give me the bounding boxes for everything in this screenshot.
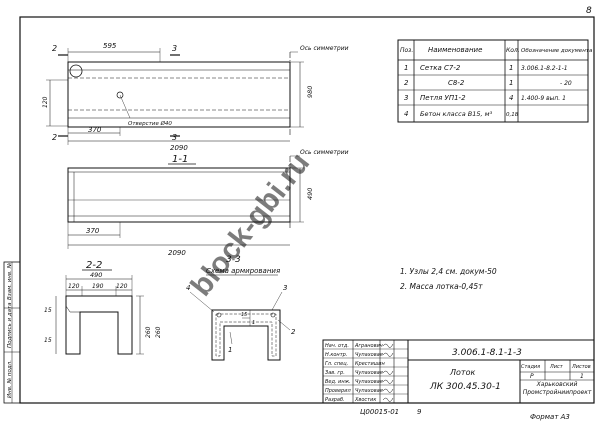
spec-row-2-pos: 2 bbox=[404, 79, 409, 87]
role-6-name: Чупаховая bbox=[355, 388, 383, 394]
role-3: Гл. спец. bbox=[325, 361, 348, 367]
organization-name: Харьковский Промстройниипроект bbox=[522, 381, 592, 396]
role-2-name: Чупаховая bbox=[355, 352, 383, 358]
section-3-callout-3: 3 bbox=[283, 284, 287, 292]
spec-header-qty: Кол. bbox=[506, 47, 520, 54]
spec-row-1-qty: 1 bbox=[509, 64, 513, 72]
spec-row-2-name: С8-2 bbox=[448, 79, 465, 87]
sheet-frame bbox=[19, 16, 595, 404]
margin-label-inventory: Инв. № подл. bbox=[7, 360, 13, 398]
left-margin-strip: Взам. инв. № Подпись и дата Инв. № подл. bbox=[3, 261, 21, 404]
plan-section-mark-3-bottom: 3 bbox=[172, 133, 177, 142]
plan-height-dim: 980 bbox=[306, 86, 314, 98]
watermark-text: block-gbi.ru bbox=[185, 147, 317, 303]
section-3-subtitle: Схема армирования bbox=[206, 267, 280, 275]
spec-row-1-name: Сетка С7-2 bbox=[420, 64, 461, 72]
section-2-height-2: 260 bbox=[155, 326, 162, 338]
spec-row-2-qty: 1 bbox=[509, 79, 513, 87]
role-4-name: Чупаховая bbox=[355, 370, 383, 376]
spec-row-3-name: Петля УП1-2 bbox=[420, 94, 466, 102]
section-1-length-dim: 2090 bbox=[168, 249, 186, 257]
note-1: 1. Узлы 2,4 см. докум-50 bbox=[400, 267, 497, 276]
signature-marks bbox=[382, 343, 394, 402]
section-3-title: 3-3 bbox=[226, 255, 241, 265]
spec-row-3-qty: 4 bbox=[509, 94, 513, 102]
section-2-part-3: 120 bbox=[116, 283, 128, 290]
plan-section-mark-2-bottom: 2 bbox=[52, 133, 57, 142]
stage-value-3: 1 bbox=[580, 373, 584, 380]
section-2-part-1: 120 bbox=[68, 283, 80, 290]
spec-header-name: Наименование bbox=[428, 46, 482, 54]
role-1: Нач. отд. bbox=[325, 343, 349, 349]
spec-row-4-qty: 0,18 bbox=[506, 112, 519, 118]
section-1-axis-label: Ось симметрии bbox=[300, 149, 349, 156]
spec-row-1-doc: 3.006.1-8.2-1-1 bbox=[521, 65, 568, 72]
spec-row-4-pos: 4 bbox=[404, 110, 408, 118]
plan-bottom-dim: 370 bbox=[88, 126, 102, 134]
spec-row-1-pos: 1 bbox=[404, 64, 408, 72]
margin-label-copy: Взам. инв. № bbox=[7, 262, 13, 300]
stage-value-1: Р bbox=[530, 373, 534, 380]
section-2-title: 2-2 bbox=[86, 260, 102, 271]
section-2-height-1: 260 bbox=[145, 326, 152, 338]
stage-header-3: Листов bbox=[571, 364, 591, 370]
section-1-view bbox=[67, 155, 304, 249]
role-5-name: Чупаховая bbox=[355, 379, 383, 385]
spec-row-3-pos: 3 bbox=[404, 94, 408, 102]
section-3-callout-2: 2 bbox=[291, 328, 296, 336]
section-3-callout-4: 4 bbox=[186, 284, 190, 292]
section-3-dim-15: 15 bbox=[241, 312, 247, 318]
plan-view bbox=[46, 48, 304, 145]
role-2: Н.контр. bbox=[325, 352, 347, 358]
role-1-name: Агранович bbox=[354, 343, 383, 349]
stage-header-2: Лист bbox=[549, 364, 564, 370]
spec-header-pos: Поз. bbox=[400, 47, 413, 54]
spec-header-doc: Обозначение документа bbox=[521, 48, 593, 54]
spec-row-4-name: Бетон класса В15, м³ bbox=[420, 110, 493, 118]
role-4: Зав. гр. bbox=[325, 370, 345, 376]
section-2-left-dim-1: 15 bbox=[44, 307, 52, 314]
page-number: 8 bbox=[586, 6, 592, 16]
margin-label-signature: Подпись и дата bbox=[7, 302, 13, 348]
bottom-num: 9 bbox=[417, 408, 422, 416]
plan-section-mark-2-top: 2 bbox=[52, 44, 57, 53]
role-3-name: Крестишин bbox=[355, 361, 386, 367]
title-product-name: Лоток bbox=[449, 368, 475, 377]
role-7: Разраб. bbox=[325, 397, 345, 403]
plan-left-dim: 120 bbox=[42, 96, 49, 108]
title-designation: 3.006.1-8.1-1-3 bbox=[452, 348, 522, 358]
section-3-callout-1: 1 bbox=[228, 346, 232, 354]
title-block-grid bbox=[322, 339, 595, 404]
section-2-left-dim-2: 15 bbox=[44, 337, 52, 344]
plan-section-mark-3-top: 3 bbox=[172, 44, 177, 53]
role-6: Проверил bbox=[325, 388, 351, 394]
section-2-overall-dim: 490 bbox=[90, 271, 102, 279]
plan-axis-label: Ось симметрии bbox=[300, 45, 349, 52]
section-1-left-dim: 370 bbox=[86, 227, 100, 235]
bottom-code: Ц00015-01 bbox=[360, 408, 399, 416]
spec-table bbox=[397, 39, 589, 123]
section-2-view bbox=[55, 275, 144, 355]
section-3-dim-1: 1 bbox=[252, 320, 255, 326]
organization-box: Харьковский Промстройниипроект bbox=[522, 381, 592, 396]
section-3-view bbox=[189, 291, 291, 361]
spec-row-2-doc: - 20 bbox=[560, 80, 572, 87]
plan-hole-label: Отверстие Ø40 bbox=[128, 120, 172, 127]
spec-row-3-doc: 1.400-9 вып. 1 bbox=[521, 95, 566, 102]
title-product-code: ЛК 300.45.30-1 bbox=[429, 382, 501, 392]
role-5: Вед. инж. bbox=[325, 379, 351, 385]
plan-top-dim: 595 bbox=[103, 42, 117, 50]
section-2-part-2: 190 bbox=[92, 283, 104, 290]
note-2: 2. Масса лотка-0,45т bbox=[400, 282, 483, 291]
title-block-roles: Нач. отд. Агранович Н.контр. Чупаховая Г… bbox=[325, 343, 386, 403]
section-1-title: 1-1 bbox=[172, 154, 188, 165]
role-7-name: Хвостик bbox=[354, 397, 376, 403]
format-label: Формат А3 bbox=[530, 413, 570, 421]
section-1-height-dim: 490 bbox=[306, 188, 314, 200]
stage-header-1: Стадия bbox=[521, 364, 540, 370]
plan-length-dim: 2090 bbox=[170, 144, 188, 152]
